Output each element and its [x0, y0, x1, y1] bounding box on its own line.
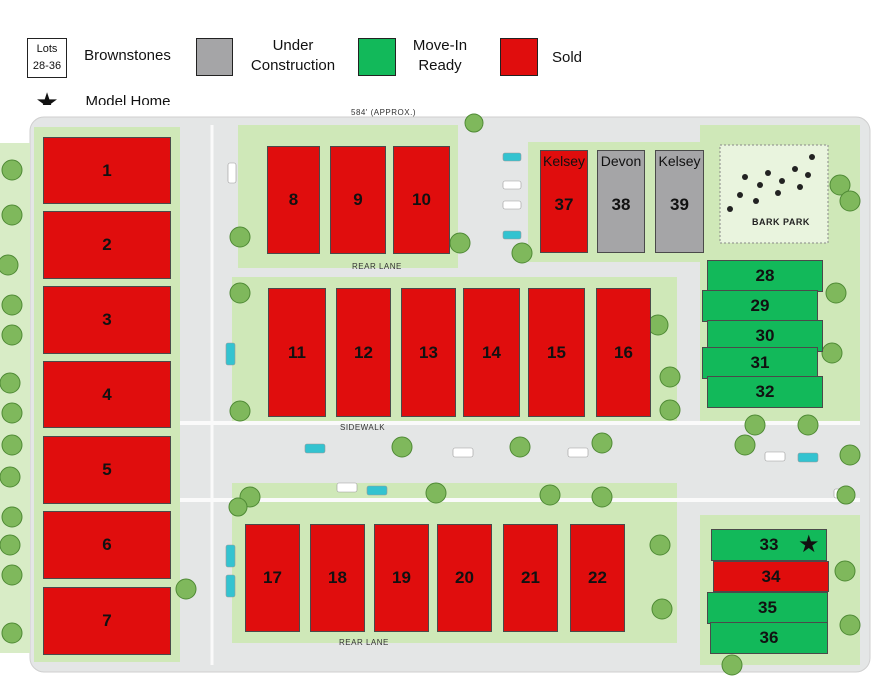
- lot-number: 37: [554, 195, 574, 214]
- lot-number: 17: [263, 568, 282, 587]
- legend-brownstones-label: Brownstones: [84, 47, 171, 64]
- lot-number: 19: [392, 568, 411, 587]
- sold-legend-swatch: [500, 38, 538, 76]
- lot-number: 5: [102, 460, 112, 479]
- lot-number: 6: [102, 535, 112, 554]
- lot-1[interactable]: 1: [43, 137, 171, 204]
- dimension-label: 584' (APPROX.): [351, 108, 416, 117]
- lot-34[interactable]: 34: [713, 561, 829, 592]
- lot-number: 13: [419, 342, 438, 362]
- lot-model-name: Devon: [600, 153, 642, 169]
- lot-39[interactable]: Kelsey 39: [655, 150, 704, 253]
- lot-number: 7: [102, 611, 112, 630]
- lot-number: 21: [521, 568, 540, 587]
- lot-9[interactable]: 9: [330, 146, 386, 254]
- legend: Lots 28-36 Brownstones Under Constructio…: [0, 0, 879, 120]
- lot-number: 10: [412, 190, 431, 209]
- lot-number: 32: [755, 382, 775, 401]
- sidewalk-label: SIDEWALK: [340, 423, 386, 432]
- lot-20[interactable]: 20: [437, 524, 492, 632]
- lot-number: 3: [102, 310, 112, 329]
- bark-park-label: BARK PARK: [752, 217, 810, 227]
- lot-5[interactable]: 5: [43, 436, 171, 504]
- under-construction-legend-swatch: [196, 38, 233, 76]
- brownstones-legend-swatch: [27, 38, 67, 78]
- legend-lots-range: 28-36: [32, 60, 62, 72]
- lot-number: 9: [353, 190, 363, 209]
- legend-lots-label: Lots: [36, 43, 58, 55]
- move-in-ready-legend-swatch: [358, 38, 396, 76]
- lot-number: 2: [102, 235, 112, 254]
- lot-29[interactable]: 29: [702, 290, 818, 322]
- rear-lane-label-bottom: REAR LANE: [339, 638, 389, 647]
- lot-38[interactable]: Devon 38: [597, 150, 645, 253]
- lot-13[interactable]: 13: [401, 288, 456, 417]
- lot-model-name: Kelsey: [542, 153, 586, 169]
- lot-16[interactable]: 16: [596, 288, 651, 417]
- lot-number: 28: [755, 266, 775, 285]
- lot-number: 1: [102, 160, 112, 180]
- lot-number: 38: [611, 195, 631, 214]
- lot-number: 22: [588, 568, 607, 587]
- lot-number: 4: [102, 384, 112, 404]
- lot-number: 33: [759, 535, 779, 554]
- lot-8[interactable]: 8: [267, 146, 320, 254]
- lot-number: 15: [547, 342, 566, 362]
- lot-model-name: Kelsey: [658, 153, 701, 169]
- lot-6[interactable]: 6: [43, 511, 171, 579]
- lot-17[interactable]: 17: [245, 524, 300, 632]
- lot-22[interactable]: 22: [570, 524, 625, 632]
- lot-number: 14: [482, 342, 501, 362]
- lot-11[interactable]: 11: [268, 288, 326, 417]
- lot-10[interactable]: 10: [393, 146, 450, 254]
- legend-sold-label: Sold: [551, 49, 583, 66]
- lot-31[interactable]: 31: [702, 347, 818, 379]
- lot-number: 12: [354, 342, 373, 362]
- lot-3[interactable]: 3: [43, 286, 171, 354]
- model-home-star-icon: ★: [798, 531, 820, 558]
- lot-number: 35: [758, 598, 777, 617]
- lot-32[interactable]: 32: [707, 376, 823, 408]
- legend-move-in-ready-label: Move-In Ready: [412, 37, 468, 74]
- lot-21[interactable]: 21: [503, 524, 558, 632]
- lot-7[interactable]: 7: [43, 587, 171, 655]
- lot-12[interactable]: 12: [336, 288, 391, 417]
- lot-number: 36: [759, 628, 779, 647]
- lot-number: 16: [614, 342, 633, 362]
- lot-number: 8: [288, 190, 299, 209]
- lot-number: 20: [455, 568, 474, 587]
- lot-2[interactable]: 2: [43, 211, 171, 279]
- lot-4[interactable]: 4: [43, 361, 171, 428]
- lot-15[interactable]: 15: [528, 288, 585, 417]
- lot-number: 34: [761, 566, 781, 586]
- lot-37[interactable]: Kelsey 37: [540, 150, 588, 253]
- lot-number: 18: [328, 568, 347, 587]
- lot-number: 31: [750, 353, 770, 372]
- lot-number: 30: [755, 326, 775, 345]
- lot-35[interactable]: 35: [707, 592, 828, 624]
- lot-number: 11: [288, 342, 306, 362]
- lot-14[interactable]: 14: [463, 288, 520, 417]
- lot-28[interactable]: 28: [707, 260, 823, 292]
- lot-33[interactable]: 33: [711, 529, 827, 561]
- lot-36[interactable]: 36: [710, 622, 828, 654]
- lot-18[interactable]: 18: [310, 524, 365, 632]
- lot-19[interactable]: 19: [374, 524, 429, 632]
- legend-under-construction-label: Under Construction: [250, 37, 336, 74]
- lot-number: 29: [750, 296, 770, 315]
- lot-number: 39: [670, 195, 689, 214]
- rear-lane-label-top: REAR LANE: [352, 262, 402, 271]
